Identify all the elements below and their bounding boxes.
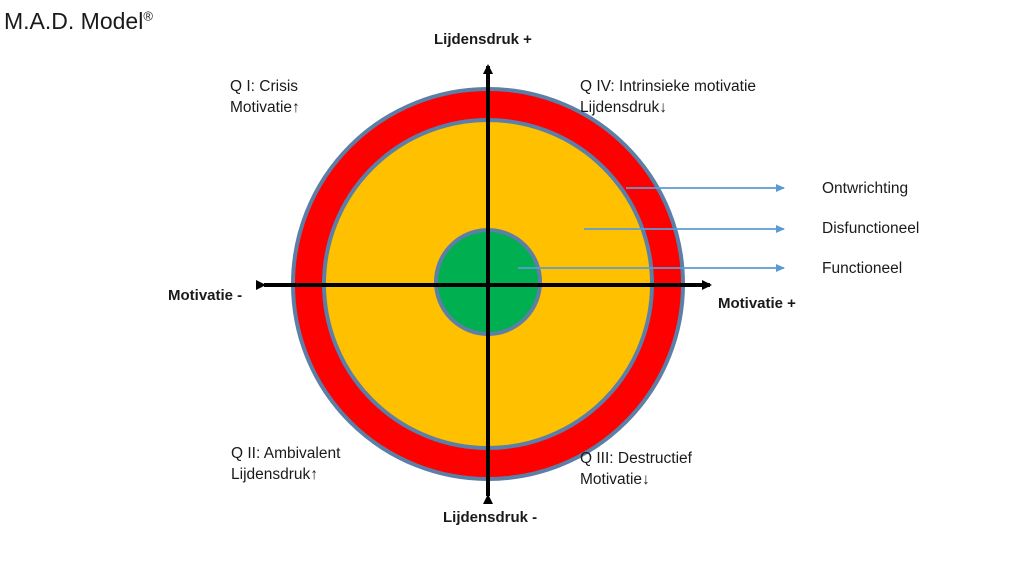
title-text: M.A.D. Model bbox=[4, 8, 144, 34]
quadrant-q1-name: Q I: Crisis bbox=[230, 78, 299, 95]
legend-ontwrichting: Ontwrichting bbox=[822, 180, 909, 197]
axis-label-bottom: Lijdensdruk - bbox=[443, 509, 538, 526]
quadrant-q3-name: Q III: Destructief bbox=[580, 450, 692, 467]
quadrant-q3: Q III: Destructief Motivatie↓ bbox=[580, 448, 692, 490]
quadrant-q2-name: Q II: Ambivalent bbox=[231, 445, 341, 462]
quadrant-q4: Q IV: Intrinsieke motivatie Lijdensdruk↓ bbox=[580, 76, 756, 118]
legend-functioneel: Functioneel bbox=[822, 260, 903, 277]
quadrant-q1-trend: Motivatie↑ bbox=[230, 99, 300, 116]
quadrant-q4-trend: Lijdensdruk↓ bbox=[580, 99, 668, 116]
axis-label-left: Motivatie - bbox=[168, 287, 243, 304]
axis-label-right: Motivatie + bbox=[718, 295, 796, 312]
quadrant-q1: Q I: Crisis Motivatie↑ bbox=[230, 76, 300, 118]
registered-mark: ® bbox=[143, 8, 153, 24]
axis-label-top: Lijdensdruk + bbox=[434, 31, 532, 48]
legend-disfunctioneel: Disfunctioneel bbox=[822, 220, 920, 237]
quadrant-q4-name: Q IV: Intrinsieke motivatie bbox=[580, 78, 757, 95]
quadrant-q3-trend: Motivatie↓ bbox=[580, 471, 650, 488]
quadrant-q2-trend: Lijdensdruk↑ bbox=[231, 466, 319, 483]
page-title: M.A.D. Model® bbox=[4, 8, 153, 35]
quadrant-q2: Q II: Ambivalent Lijdensdruk↑ bbox=[231, 443, 340, 485]
